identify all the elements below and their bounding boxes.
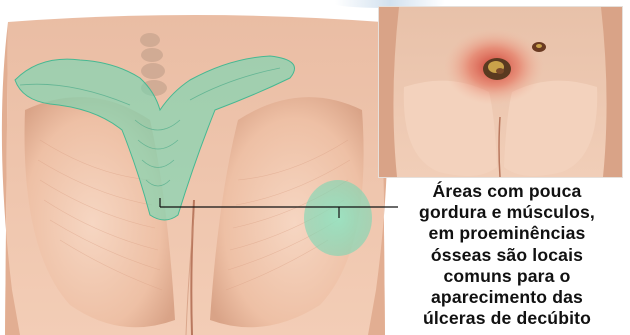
callout-line-2: gordura e músculos, [384, 202, 630, 223]
callout-line-3: em proeminências [384, 223, 630, 244]
callout-line-4: ósseas são locais [384, 245, 630, 266]
callout-line-6: aparecimento das [384, 287, 630, 308]
sacral-region-illustration [0, 0, 390, 335]
callout-text: Áreas com pouca gordura e músculos, em p… [384, 181, 630, 329]
callout-line-5: comuns para o [384, 266, 630, 287]
hip-highlight [304, 180, 372, 256]
ulcer-inset-illustration [378, 6, 623, 178]
callout-line-7: úlceras de decúbito [384, 308, 630, 329]
callout-line-1: Áreas com pouca [384, 181, 630, 202]
